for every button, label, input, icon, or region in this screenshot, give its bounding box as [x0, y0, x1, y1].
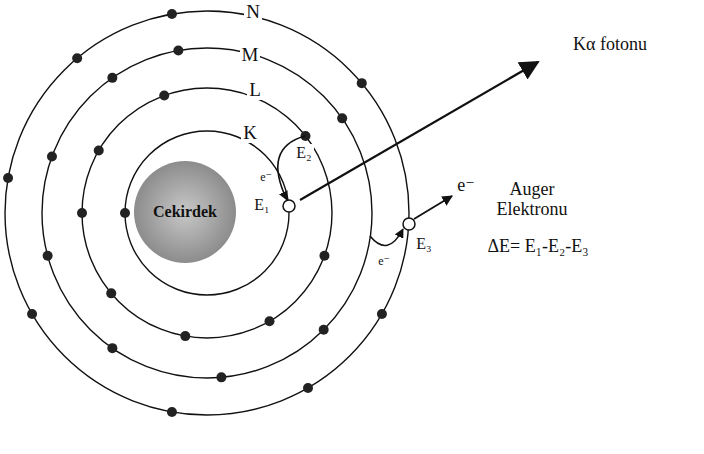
energy-formula: ΔE= E₁-E₂-E₃	[487, 237, 588, 257]
electron	[303, 383, 313, 393]
vacancy	[283, 200, 295, 212]
electron-shell	[42, 48, 372, 378]
electron	[377, 309, 387, 319]
electron	[77, 208, 87, 218]
electron	[216, 372, 226, 382]
electron-label: e⁻	[457, 176, 475, 196]
photon-label: Kα fotonu	[573, 35, 647, 55]
energy-label: E₁	[252, 196, 271, 214]
shell-name: L	[247, 80, 263, 101]
energy-label: E₃	[414, 235, 433, 253]
electron	[72, 53, 82, 63]
transition-curve	[370, 229, 403, 245]
electron	[47, 152, 57, 162]
electron-shell	[82, 88, 332, 338]
electron	[120, 208, 130, 218]
nucleus: Cekirdek	[133, 160, 237, 264]
electron	[107, 73, 117, 83]
auger-label: Auger Elektronu	[482, 180, 582, 220]
electron	[107, 343, 117, 353]
nucleus-label: Cekirdek	[153, 203, 217, 221]
shell-name: M	[240, 45, 261, 66]
vacancy	[403, 218, 415, 230]
photon-arrow	[300, 62, 538, 200]
electron	[27, 309, 37, 319]
electron-shell	[5, 11, 409, 415]
electron	[357, 78, 367, 88]
electron-arrow	[414, 196, 452, 219]
electron-label: e⁻	[376, 255, 392, 268]
electron	[159, 91, 169, 101]
electron-shell	[125, 131, 289, 295]
electron	[337, 113, 347, 123]
electron	[167, 9, 177, 19]
electron	[319, 251, 329, 261]
electron	[94, 146, 104, 156]
shell-name: K	[241, 123, 259, 144]
electron	[265, 316, 275, 326]
electron	[180, 331, 190, 341]
electron	[301, 131, 311, 141]
electron	[173, 46, 183, 56]
energy-label: E₂	[294, 144, 313, 162]
shell-name: N	[244, 2, 262, 23]
electron	[43, 251, 53, 261]
electron-label: e⁻	[258, 171, 274, 184]
electron	[167, 407, 177, 417]
electron	[3, 173, 13, 183]
electron	[106, 288, 116, 298]
electron	[319, 325, 329, 335]
